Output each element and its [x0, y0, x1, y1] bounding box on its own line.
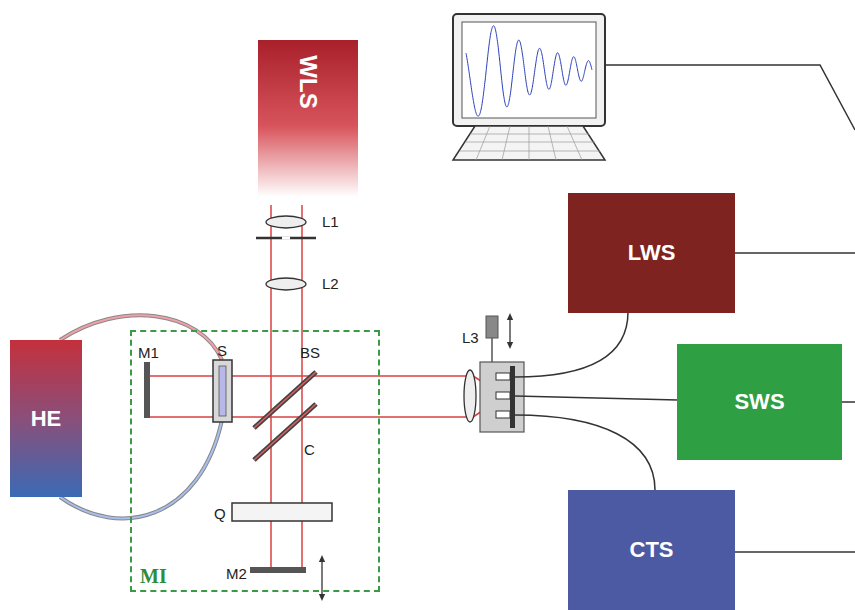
lens	[266, 216, 306, 228]
part-label: C	[304, 442, 315, 457]
part-label: Q	[214, 506, 226, 521]
heat-exchanger-box: HE	[10, 340, 82, 497]
mirror	[250, 567, 306, 573]
box-label: HE	[31, 406, 62, 432]
box-label: WLS	[294, 55, 322, 108]
aperture	[256, 237, 316, 240]
quartz-plate	[232, 503, 332, 521]
mirror	[144, 362, 150, 418]
part-label: L1	[322, 214, 339, 229]
lens	[266, 278, 306, 290]
part-label: S	[217, 343, 227, 358]
region-label: MI	[140, 565, 167, 588]
light-source-box: WLS	[258, 40, 358, 197]
spectrometer-box: SWS	[677, 344, 842, 460]
sample-cell	[213, 360, 232, 422]
light-beam	[148, 205, 505, 568]
interferometer-region: MI	[130, 330, 380, 592]
part-label: BS	[300, 345, 320, 360]
box-label: CTS	[630, 537, 674, 563]
box-label: SWS	[734, 389, 784, 415]
translation-arrow	[321, 558, 322, 598]
sample	[219, 366, 226, 416]
spectrometer-box: CTS	[568, 490, 735, 610]
part-label: L3	[462, 330, 479, 345]
part-label: M2	[226, 566, 247, 581]
compensator	[254, 404, 316, 460]
lens	[464, 370, 476, 422]
beam-splitter	[254, 372, 316, 428]
tubing	[60, 315, 222, 518]
computer	[453, 14, 605, 160]
spectrometer-box: LWS	[568, 193, 735, 313]
optical-fiber	[515, 312, 678, 490]
part-label: L2	[322, 276, 339, 291]
box-label: LWS	[628, 240, 676, 266]
pinhole	[282, 237, 290, 240]
part-label: M1	[138, 345, 159, 360]
